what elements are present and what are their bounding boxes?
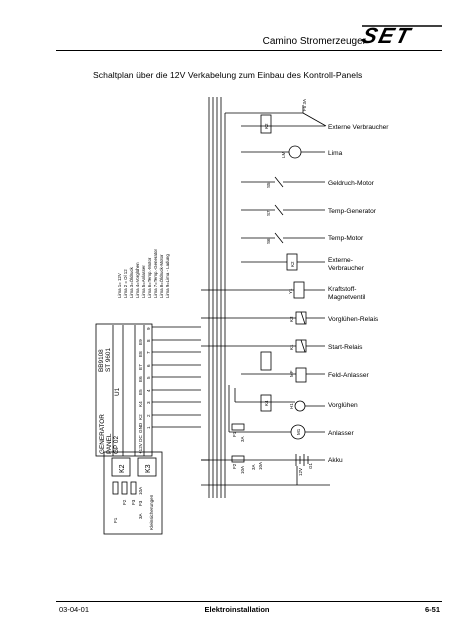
comp-m1: M1 [296,428,301,435]
label-magnetventil: Magnetventil [328,294,366,301]
panel-code-1: BB9108 [98,349,105,372]
fusebox-fuse-1: F1 [113,517,118,523]
comp-k-ext: K2 [290,261,295,267]
panel-pin-5: 5 [146,376,151,379]
comp-g1: G1 [308,462,313,469]
legend-line-7: Lima 7=Temp.-Generator [153,249,158,298]
comp-mf: MF [289,370,294,377]
panel-line-3: GP 02 [113,436,120,454]
panel-code-2: ST 9601 [105,348,112,372]
label-temp-motor: Temp-Motor [328,235,364,242]
fusebox-fuse-3: F3 [131,499,136,505]
comp-s7: S7 [266,210,271,216]
label-externe-verbraucher-2b: Verbraucher [328,265,365,272]
panel-terminal-9: E9 [138,339,143,345]
label-temp-generator: Temp-Generator [328,208,377,215]
set-logo: SET [360,23,442,48]
comp-f1-rating: 3A [240,436,245,442]
comp-k4: K4 [264,400,269,406]
footer-date: 03-04-01 [59,605,90,614]
panel-pin-2: 2 [146,414,151,417]
comp-batt: 12V [298,468,303,476]
label-vorgluehen-relais: Vorglühen-Relais [328,316,379,323]
legend-line-2: Lima 2 = Ol 12 [123,269,128,298]
label-externe-verbraucher-2a: Externe- [328,257,353,264]
logo-text: SET [360,23,415,48]
comp-fuse-b: 10A [258,462,263,470]
legend-line-6: Lima 6=Temp.-Motor [147,257,152,298]
panel-line-1: GENERATOR [99,414,106,454]
panel-terminal-2: GND [138,422,143,433]
panel-terminal-7: E7 [138,364,143,370]
fusebox-fuse-2: F2 [122,499,127,505]
comp-s6: S6 [266,238,271,244]
panel-terminal-4: K4 [138,401,143,407]
legend-line-4: Lima 4=Vorglühen [135,262,140,298]
legend-line-3: Lima 3=Öldruck [129,266,134,298]
fusebox-k3: K3 [145,464,152,473]
header-rule [56,50,442,51]
panel-terminal-1: +12V DC [138,435,143,454]
panel-terminal-3: K2 [138,414,143,420]
comp-f1: F1 [232,431,237,437]
footer-rule [56,601,442,602]
footer-section: Elektroinstallation [204,605,270,614]
legend-line-5: Lima 5=Anlasser [141,265,146,298]
footer-page-number: 6-51 [424,605,440,614]
comp-y1: Y1 [288,288,293,294]
panel-line-2: PANEL [106,433,113,454]
panel-pin-8: 8 [146,339,151,342]
comp-k2-top: K2 [264,123,269,129]
fusebox-caption: Kleinsicherungen [149,494,154,530]
comp-s5: S5 [266,182,271,188]
label-feld-anlasser: Feld-Anlasser [328,372,369,379]
comp-k1: K1 [289,344,294,350]
label-kraftstoff: Kraftstoff- [328,286,356,293]
comp-fuse-a: 3A [251,464,256,470]
panel-terminal-8: E8 [138,351,143,357]
panel-terminal-5: E5 [138,389,143,395]
fusebox-rating-1: 3A [138,512,143,519]
comp-k3: K3 [289,316,294,322]
fusebox-rating-3: 10A [138,486,143,495]
label-geldruch-motor: Geldruch-Motor [328,180,375,187]
comp-f2: F2 [232,463,237,469]
label-lima: Lima [328,150,343,157]
legend-line-9: Lima 9=Lima - Ladung [165,254,170,298]
legend-line-1: Lima 1= 12V [117,273,122,298]
panel-pin-3: 3 [146,401,151,404]
panel-pin-1: 1 [146,426,151,429]
label-vorgluehen: Vorglühen [328,402,358,409]
panel-pin-9: 9 [146,327,151,330]
comp-ext-fuse: F5 3A [302,99,307,111]
label-anlasser: Anlasser [328,430,354,437]
header-title: Camino Stromerzeuger [262,36,366,47]
panel-pin-6: 6 [146,364,151,367]
page-subtitle: Schaltplan über die 12V Verkabelung zum … [93,70,363,80]
label-externe-verbraucher: Externe Verbraucher [328,124,389,131]
comp-h1: H1 [289,403,294,409]
panel-pin-4: 4 [146,389,151,392]
comp-f2-rating: 10A [240,466,245,474]
comp-lima: LM [281,151,286,158]
panel-pin-7: 7 [146,351,151,354]
fusebox-rating-2: F3 [138,500,143,506]
label-akku: Akku [328,457,343,464]
legend-line-8: Lima 8=Öldruck-Motor [159,254,164,298]
label-start-relais: Start-Relais [328,344,363,351]
panel-terminal-6: E6 [138,376,143,382]
fusebox-k2: K2 [119,464,126,473]
panel-unit: U1 [114,387,121,396]
